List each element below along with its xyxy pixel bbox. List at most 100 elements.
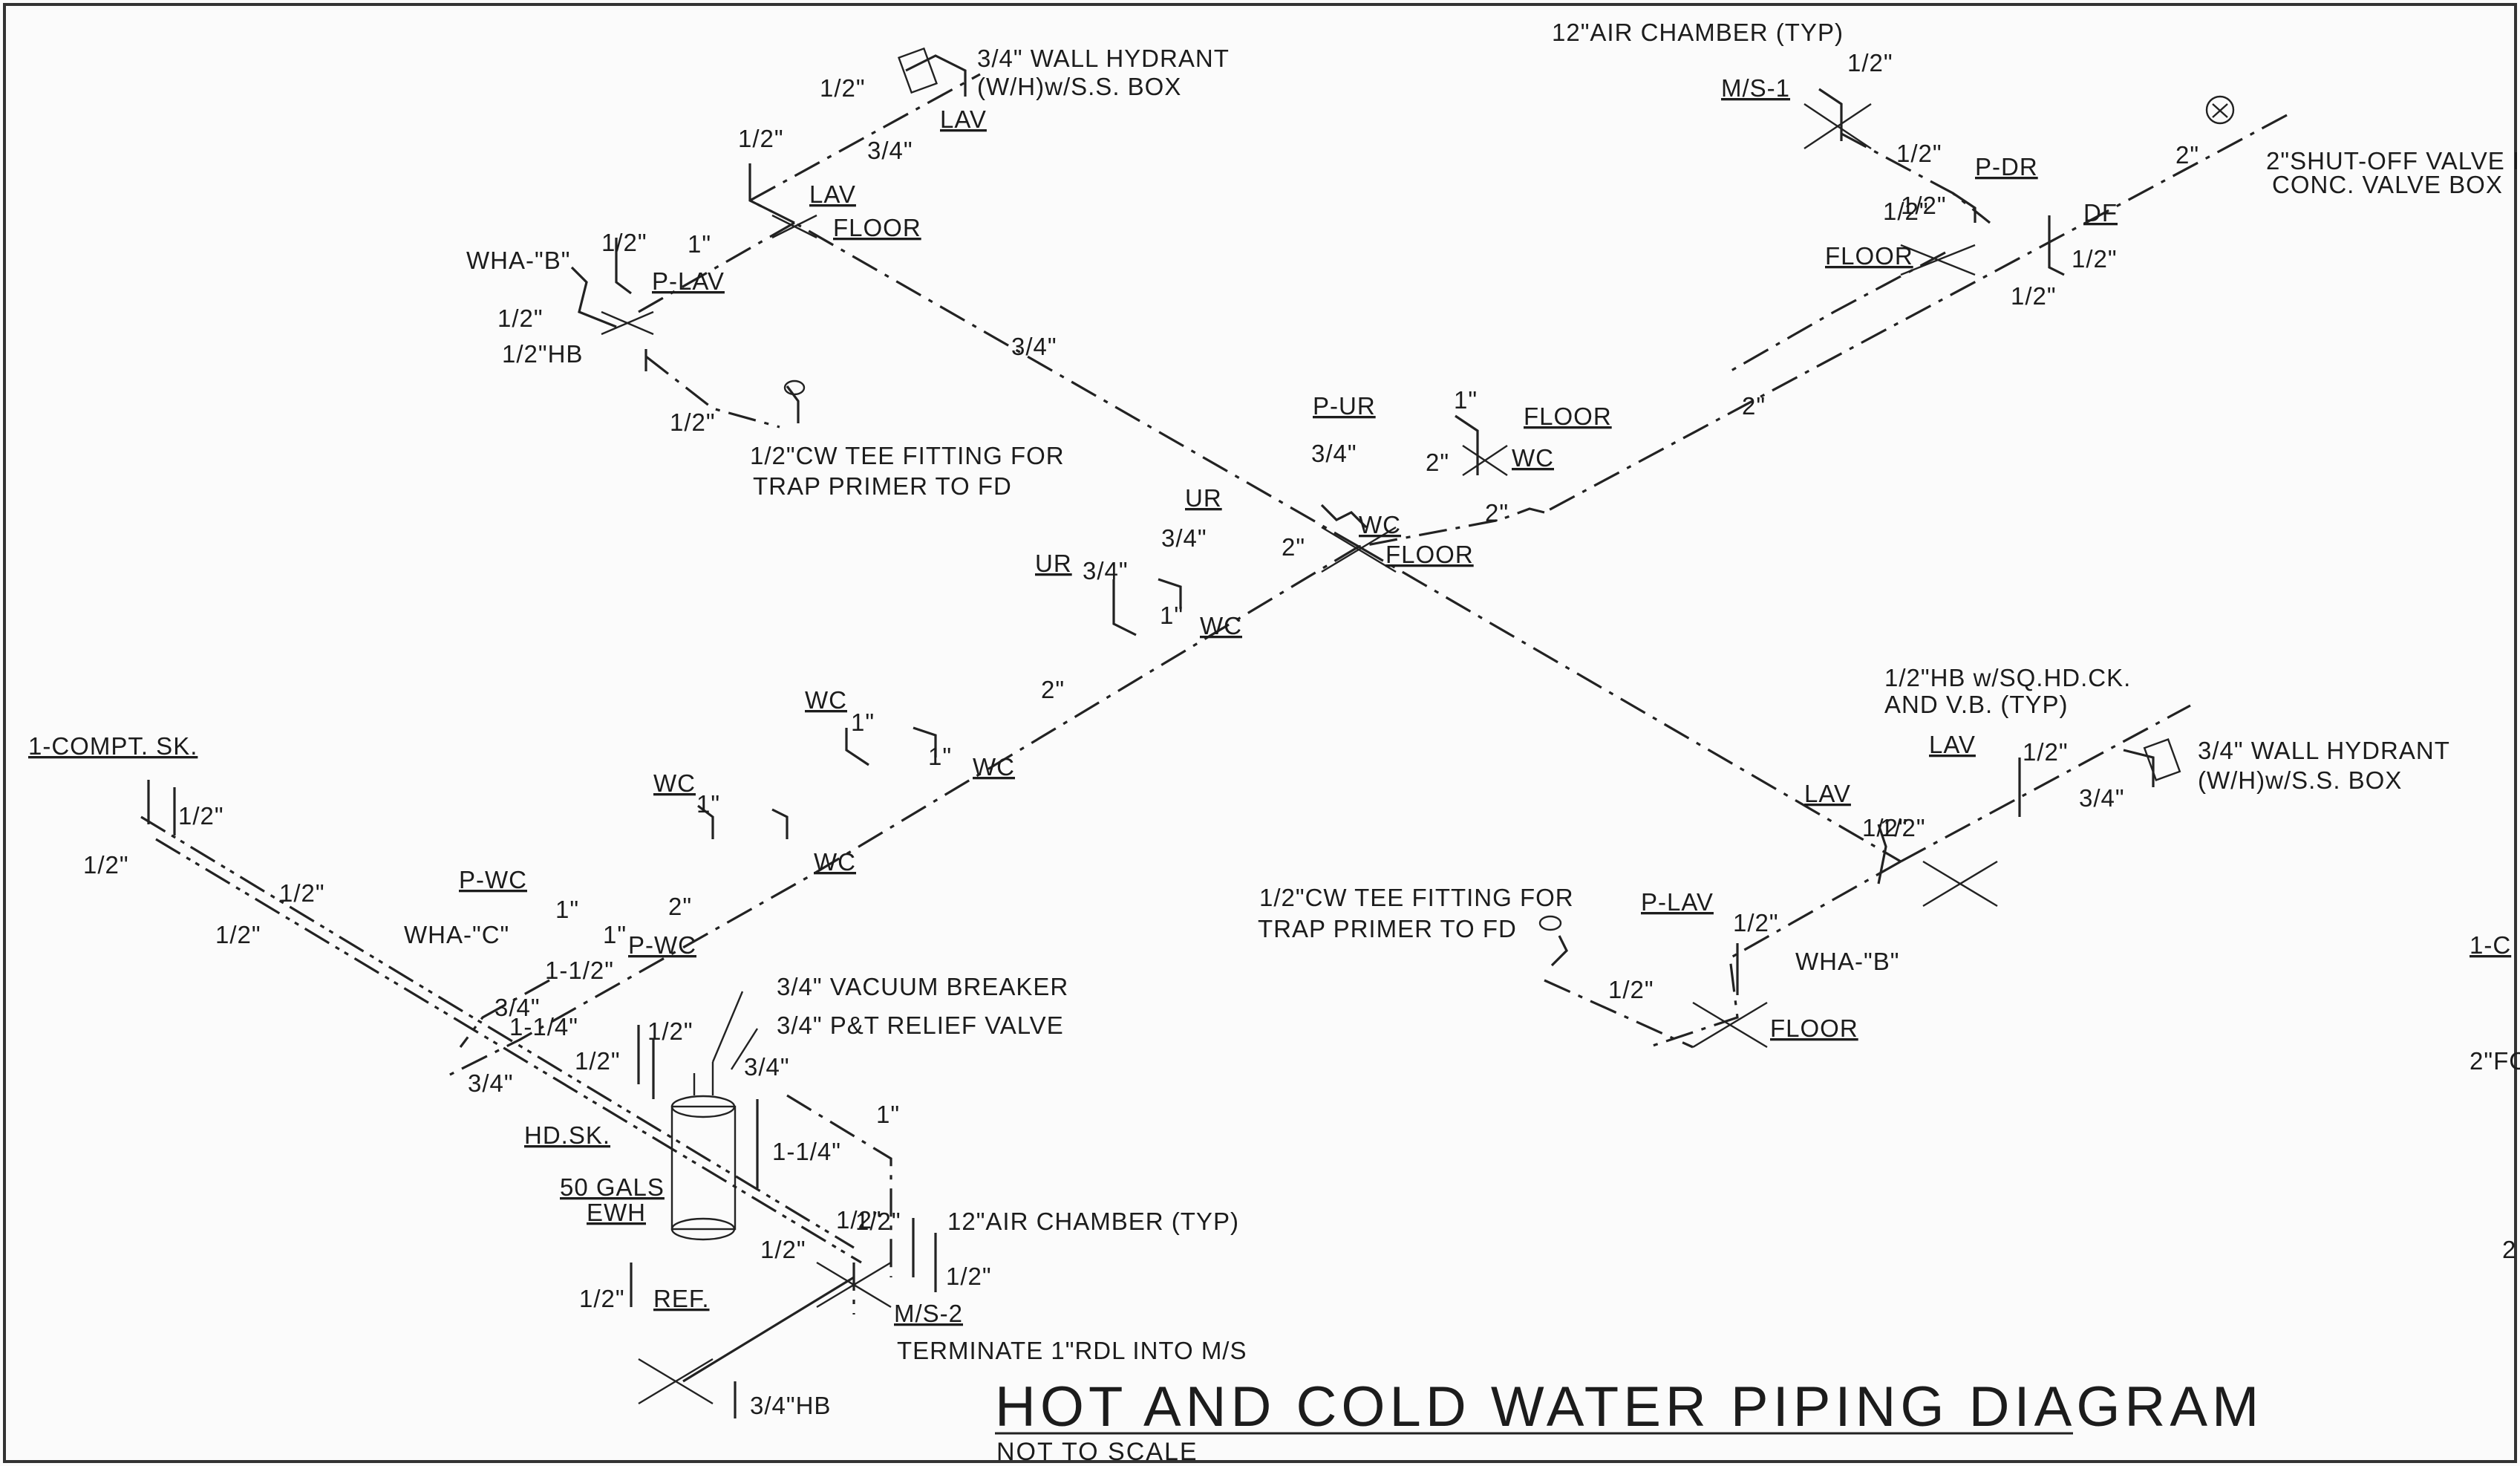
label-tee-b-1: 1/2"CW TEE FITTING FOR bbox=[1259, 884, 1574, 911]
label-ur-a: UR bbox=[1185, 484, 1222, 512]
size-callout: 1" bbox=[688, 230, 711, 258]
label-wha-c: WHA-"C" bbox=[404, 921, 509, 948]
diagram-title: HOT AND COLD WATER PIPING DIAGRAM bbox=[995, 1375, 2263, 1439]
label-tee-b-2: TRAP PRIMER TO FD bbox=[1258, 915, 1517, 942]
label-wc-a: WC bbox=[1512, 444, 1554, 472]
size-callout: 1" bbox=[851, 708, 875, 736]
riser-wha-b-a bbox=[570, 266, 617, 328]
riser-hydrant-top bbox=[905, 54, 967, 97]
size-callout: 1/2" bbox=[836, 1206, 882, 1234]
size-callout: 2" bbox=[1426, 449, 1449, 476]
size-callout: 1" bbox=[876, 1101, 900, 1128]
trap-primer-b bbox=[1538, 915, 1562, 931]
label-floor-c: FLOOR bbox=[1524, 403, 1612, 430]
label-wall-hydrant-top-2: (W/H)w/S.S. BOX bbox=[977, 73, 1181, 100]
size-callout: 1/2" bbox=[1883, 198, 1929, 225]
pipe-ref-branch bbox=[682, 1276, 855, 1383]
pipe-3-4-upper-diagonal bbox=[794, 221, 1359, 548]
label-shutoff-2: CONC. VALVE BOX bbox=[2272, 171, 2503, 198]
size-callout: 1/2" bbox=[855, 1208, 901, 1235]
size-callout: 2" bbox=[1282, 533, 1305, 561]
water-heater-ewh bbox=[670, 991, 759, 1241]
size-callout: 1/2" bbox=[497, 304, 544, 332]
water-heater-leaders bbox=[711, 991, 759, 1070]
floor-cross-symbols bbox=[601, 103, 1998, 1405]
size-callout: 1/2" bbox=[1880, 814, 1926, 841]
size-callout: 1/2" bbox=[820, 74, 866, 102]
label-wall-hydrant-r-2: (W/H)w/S.S. BOX bbox=[2198, 766, 2402, 794]
pipe-ewh-loop bbox=[786, 1094, 892, 1277]
label-floor-a: FLOOR bbox=[833, 214, 921, 241]
label-wc-d: WC bbox=[805, 686, 847, 714]
wall-hydrant-box-top bbox=[897, 47, 939, 94]
riser-lav-a bbox=[748, 163, 773, 213]
label-air-chamber-top: 12"AIR CHAMBER (TYP) bbox=[1552, 19, 1844, 46]
size-callout: 1/2" bbox=[279, 879, 325, 907]
label-p-wc-b: P-WC bbox=[628, 931, 696, 959]
label-air-chamber-bot: 12"AIR CHAMBER (TYP) bbox=[947, 1208, 1239, 1235]
label-p-ur: P-UR bbox=[1313, 392, 1376, 420]
label-df: DF bbox=[2083, 199, 2118, 227]
label-tee-a-2: TRAP PRIMER TO FD bbox=[753, 472, 1012, 500]
label-p-lav-a: P-LAV bbox=[652, 267, 725, 295]
size-callout: 1/2" bbox=[83, 851, 129, 879]
label-ur-b: UR bbox=[1035, 550, 1072, 577]
floor-cross-e bbox=[1692, 1001, 1768, 1049]
floor-cross-c bbox=[1462, 445, 1508, 476]
pipe-lav-branch bbox=[747, 73, 981, 224]
size-callout: 1" bbox=[603, 921, 627, 948]
riser-p-dr bbox=[1952, 192, 1976, 223]
size-callout: 3/4" bbox=[1311, 440, 1357, 467]
size-callout: 1/2" bbox=[670, 408, 716, 436]
pipe-tee-primer-b bbox=[1544, 979, 1694, 1049]
label-hb-a: 1/2"HB bbox=[502, 340, 583, 368]
floor-cross-ref bbox=[638, 1358, 714, 1405]
size-callout: 1/2" bbox=[178, 802, 224, 830]
size-callout: 2" bbox=[668, 893, 692, 920]
size-callout: 1/2" bbox=[601, 229, 647, 256]
label-wc-c: WC bbox=[1200, 612, 1242, 639]
size-callout: 1/2" bbox=[2011, 282, 2057, 310]
size-callout: 2" bbox=[1485, 499, 1509, 527]
label-wall-hydrant-top: 3/4" WALL HYDRANT bbox=[977, 45, 1230, 72]
riser-ur-b bbox=[1112, 579, 1137, 636]
size-callout: 1/2" bbox=[2023, 738, 2069, 766]
floor-cross-b bbox=[1900, 244, 1976, 276]
size-callout: 1" bbox=[928, 743, 952, 770]
pipe-2in-main-upper bbox=[1544, 114, 2288, 514]
riser-lav-d bbox=[1877, 824, 1887, 885]
label-p-dr: P-DR bbox=[1975, 153, 2038, 180]
pipe-2in-lower-left bbox=[445, 545, 1359, 1078]
size-callout: 1" bbox=[555, 896, 579, 923]
size-callout: 1/2" bbox=[1608, 976, 1654, 1003]
label-terminate: TERMINATE 1"RDL INTO M/S bbox=[897, 1337, 1247, 1364]
label-p-lav-b: P-LAV bbox=[1641, 888, 1714, 916]
size-callout: 1/2" bbox=[1847, 49, 1893, 76]
pipe-lav-d-branch bbox=[1648, 860, 1902, 1049]
size-callout: 3/4" bbox=[1161, 524, 1207, 552]
label-floor-e: FLOOR bbox=[1770, 1014, 1858, 1042]
floor-cross-lav-c bbox=[1922, 860, 1998, 908]
label-lav-c: LAV bbox=[1929, 731, 1976, 758]
riser-p-lav-a bbox=[615, 238, 632, 295]
size-callout: 1/2" bbox=[946, 1263, 992, 1290]
label-wha-b-b: WHA-"B" bbox=[1795, 948, 1899, 975]
size-callout: 1-1/4" bbox=[772, 1138, 841, 1165]
label-ewh: EWH bbox=[587, 1199, 646, 1226]
label-hb-34: 3/4"HB bbox=[750, 1392, 831, 1419]
size-callout: 2" bbox=[2175, 141, 2199, 169]
floor-cross-a bbox=[771, 214, 817, 239]
size-callout: 1/2" bbox=[1733, 909, 1779, 936]
label-ms1: M/S-1 bbox=[1721, 74, 1790, 102]
size-callout: 3/4" bbox=[744, 1053, 790, 1081]
label-vacuum: 3/4" VACUUM BREAKER bbox=[777, 973, 1068, 1000]
size-callout: 1-1/2" bbox=[545, 957, 614, 984]
size-callout: 1-1/4" bbox=[509, 1013, 578, 1040]
label-ref: REF. bbox=[653, 1285, 710, 1312]
water-heater-body bbox=[670, 1105, 737, 1231]
size-callout: 1/2" bbox=[738, 125, 784, 152]
riser-1in-wc-a bbox=[1455, 414, 1479, 475]
riser-ur-a bbox=[1320, 504, 1368, 529]
water-heater-top bbox=[670, 1095, 736, 1118]
riser-wc-e bbox=[845, 728, 869, 766]
